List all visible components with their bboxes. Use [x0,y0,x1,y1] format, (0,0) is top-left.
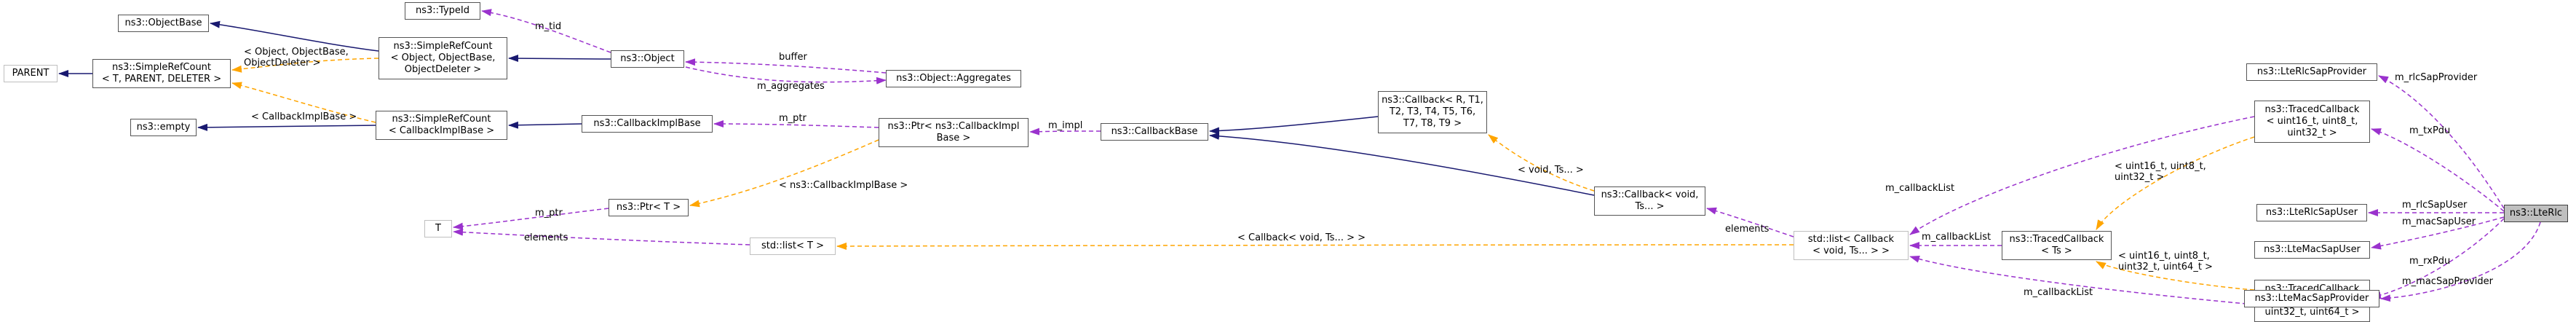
edge-label-m-macsapprovider: m_macSapProvider [2402,276,2494,287]
edge-label-elements-2: elements [1725,224,1769,235]
edge-lterlc-macsapuser [2371,216,2505,250]
edge-typeid-object [481,9,611,53]
edge-object-srefcount [508,55,611,63]
node-typeid[interactable]: ns3::TypeId [405,2,480,20]
node-stdlist-t[interactable]: std::list< T > [750,237,836,255]
edge-label-tmpl-void-ts: < void, Ts... > [1518,165,1584,176]
edge-label-tmpl-traced-3: < uint16_t, uint8_t,uint32_t > [2115,161,2206,183]
edge-t-stdlist [453,228,750,246]
edge-label-m-macsapuser: m_macSapUser [2402,216,2476,227]
edge-stdlistcb-stdlist [836,242,1794,250]
edge-aggregates-object [685,58,887,74]
edge-cbimpl-ptr [713,120,879,128]
edge-tracedts-traced3 [2096,136,2255,230]
edge-label-m-callbacklist-2: m_callbackList [1922,232,1991,243]
node-objectbase[interactable]: ns3::ObjectBase [118,15,209,32]
edge-label-tmpl-traced-4: < uint16_t, uint8_t,uint32_t, uint64_t > [2118,251,2213,272]
node-object-aggregates[interactable]: ns3::Object::Aggregates [886,70,1021,87]
edge-object-objectbase [210,20,379,52]
node-simplerefcount-tparent[interactable]: ns3::SimpleRefCount < T, PARENT, DELETER… [92,59,231,88]
edge-empty-srefcb [197,123,376,131]
node-callback-void[interactable]: ns3::Callback< void, Ts... > [1594,186,1705,216]
edge-cb-rt-callbackbase [1209,116,1379,135]
edge-tparent-srefcb [231,82,376,123]
edge-label-tmpl-list: < Callback< void, Ts... > > [1237,232,1366,243]
edge-tracedts-traced4 [2096,261,2255,291]
node-callback-template[interactable]: ns3::Callback< R, T1, T2, T3, T4, T5, T6… [1378,91,1487,133]
node-ltemacsapuser[interactable]: ns3::LteMacSapUser [2254,241,2370,259]
edge-stdlistcb-traced3 [1909,116,2255,235]
edge-label-m-impl: m_impl [1048,120,1082,131]
node-ptr-t[interactable]: ns3::Ptr< T > [609,199,689,216]
node-tracedcallback-3[interactable]: ns3::TracedCallback < uint16_t, uint8_t,… [2254,101,2370,143]
node-lterlc[interactable]: ns3::LteRlc [2504,205,2568,222]
edge-label-m-tid: m_tid [535,21,561,32]
edge-cb-void-callbackbase [1209,132,1595,196]
node-ltemacsapprovider[interactable]: ns3::LteMacSapProvider [2244,290,2379,307]
edge-object-aggregates [685,66,887,85]
edge-label-m-callbacklist-1: m_callbackList [1885,183,1954,194]
edge-ptr-callbackbase [1029,127,1101,136]
edge-srefcb-cbimpl [508,121,582,129]
node-stdlist-callback[interactable]: std::list< Callback < void, Ts... > > [1794,231,1909,260]
edge-lterlc-traced4 [2371,218,2505,299]
node-simplerefcount-cbimpl[interactable]: ns3::SimpleRefCount < CallbackImplBase > [376,111,507,140]
edge-cbvoid-stdlistcb [1706,207,1794,237]
edge-label-m-rxpdu: m_rxPdu [2409,256,2450,267]
edge-label-m-aggregates: m_aggregates [757,81,825,92]
node-parent[interactable]: PARENT [4,65,58,82]
edge-lterlc-traced3 [2371,128,2505,212]
edge-label-tmpl-cbimplbase: < CallbackImplBase > [251,111,357,122]
node-lterlcsapuser[interactable]: ns3::LteRlcSapUser [2256,204,2367,221]
node-lterlcsapprovider[interactable]: ns3::LteRlcSapProvider [2246,63,2377,81]
edge-label-tmpl-ptr: < ns3::CallbackImplBase > [779,180,908,191]
node-empty[interactable]: ns3::empty [130,119,197,136]
edge-label-m-rlcsapprovider: m_rlcSapProvider [2395,72,2478,83]
edge-lterlc-rlcsapprovider [2378,75,2505,209]
collaboration-diagram: < Object, ObjectBase,ObjectDeleter > < Ca… [4,2,2568,322]
edge-stdlistcb-traced4 [1909,255,2255,305]
edge-ptr-t-ptrcb [689,139,879,208]
node-t[interactable]: T [424,220,452,237]
diagram-edges: < Object, ObjectBase,ObjectDeleter > < Ca… [58,9,2541,305]
node-ptr-callbackimplbase[interactable]: ns3::Ptr< ns3::CallbackImpl Base > [879,118,1029,147]
edge-label-m-rlcsapuser: m_rlcSapUser [2402,200,2468,211]
node-tracedcallback-ts[interactable]: ns3::TracedCallback < Ts > [2002,231,2112,260]
edge-label-buffer: buffer [779,52,807,63]
node-object[interactable]: ns3::Object [611,50,684,68]
edge-cb-rt-cbvoid [1488,134,1595,192]
edge-tparent-srefobj [231,58,379,73]
edge-lterlc-macsapprovider [2380,221,2541,302]
edge-label-elements-1: elements [524,232,568,243]
edge-t-ptr [453,208,609,230]
node-callbackimplbase[interactable]: ns3::CallbackImplBase [582,115,713,133]
edge-label-m-txpdu-1: m_txPdu [2409,125,2450,136]
node-callbackbase[interactable]: ns3::CallbackBase [1101,123,1208,141]
edge-label-m-ptr-2: m_ptr [535,208,563,219]
edge-label-m-callbacklist-3: m_callbackList [2024,287,2093,298]
node-simplerefcount-object[interactable]: ns3::SimpleRefCount < Object, ObjectBase… [379,37,507,79]
edge-label-tmpl-object: < Object, ObjectBase,ObjectDeleter > [244,47,349,68]
edge-label-m-ptr-1: m_ptr [779,113,807,124]
